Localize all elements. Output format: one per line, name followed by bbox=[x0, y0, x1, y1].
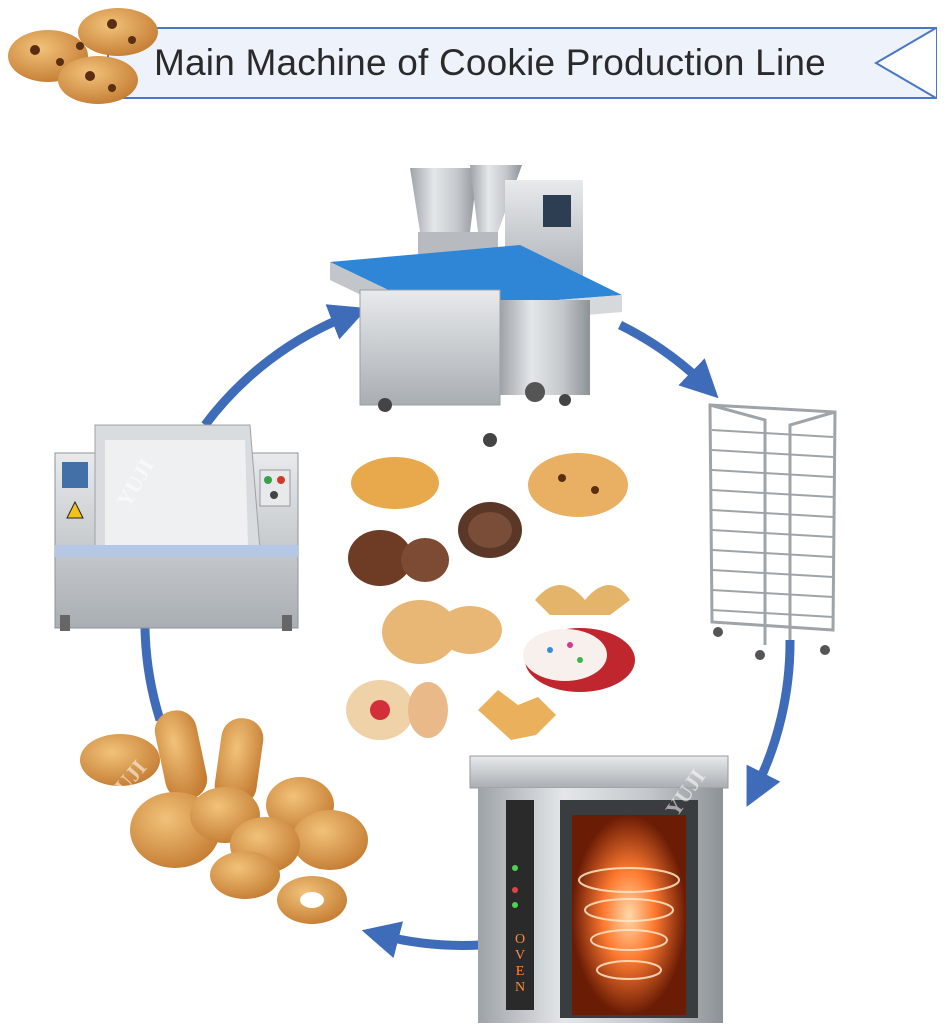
assorted-cookies bbox=[346, 453, 635, 740]
finished-cookies bbox=[80, 710, 368, 924]
cookie-depositing-machine bbox=[330, 165, 622, 447]
baking-trolley-rack bbox=[708, 403, 837, 660]
page-title: Main Machine of Cookie Production Line bbox=[154, 42, 826, 83]
rotary-oven bbox=[469, 755, 729, 1023]
dough-mixer bbox=[54, 424, 299, 631]
chocolate-chip-cookies-icon bbox=[8, 8, 158, 104]
